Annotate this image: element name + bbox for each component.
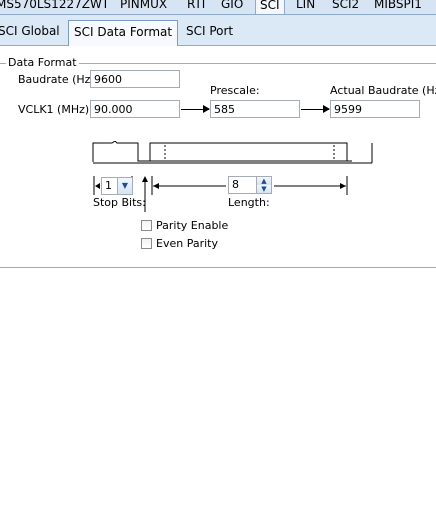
prescale-field: 585 — [210, 100, 300, 118]
tab-module-sci2[interactable]: SCI2 — [332, 0, 360, 11]
tab-sci-global[interactable]: SCI Global — [0, 24, 60, 38]
parity-enable-checkbox[interactable] — [141, 220, 152, 231]
actual-baudrate-field: 9599 — [330, 100, 420, 118]
group-title: Data Format — [6, 56, 79, 70]
tab-module-device[interactable]: MS570LS1227ZWT — [0, 0, 110, 11]
length-value: 8 — [232, 178, 239, 191]
tab-sci-data-format[interactable]: SCI Data Format — [68, 20, 179, 46]
tab-module-lin[interactable]: LIN — [296, 0, 316, 11]
parity-enable-label: Parity Enable — [156, 219, 229, 232]
parity-pointer — [142, 176, 148, 212]
frame-waveform — [92, 141, 373, 164]
data-format-panel: Data Format Baudrate (Hz): 9600 Prescale… — [0, 46, 436, 525]
length-label: Length: — [228, 196, 270, 209]
tab-sci-port[interactable]: SCI Port — [186, 24, 234, 38]
chevron-down-icon[interactable]: ▼ — [117, 178, 132, 194]
tab-module-gio[interactable]: GIO — [221, 0, 244, 11]
sci-tab-strip: SCI Global SCI Data Format SCI Port — [0, 15, 436, 46]
even-parity-label: Even Parity — [156, 237, 218, 250]
stop-bits-select[interactable]: 1 ▼ — [101, 177, 133, 195]
data-format-group: Data Format — [0, 56, 436, 268]
baudrate-field[interactable]: 9600 — [90, 70, 180, 88]
stepper-down-icon[interactable]: ▼ — [256, 185, 271, 193]
vclk1-field[interactable]: 90.000 — [90, 100, 180, 118]
vclk-to-prescale-arrow — [181, 105, 210, 113]
module-tab-strip: MS570LS1227ZWT PINMUX RTI GIO SCI LIN SC… — [0, 0, 436, 15]
length-stepper[interactable]: 8 ▲ ▼ — [228, 176, 272, 194]
stepper-up-icon[interactable]: ▲ — [256, 177, 271, 185]
actual-baudrate-label: Actual Baudrate (Hz): — [330, 84, 436, 97]
tab-module-mibspi1[interactable]: MIBSPI1 — [374, 0, 422, 11]
prescale-label: Prescale: — [210, 84, 260, 97]
stop-bits-value: 1 — [105, 179, 112, 192]
tab-module-rti[interactable]: RTI — [187, 0, 206, 11]
length-arrows — [151, 176, 348, 195]
tab-module-sci[interactable]: SCI — [255, 0, 285, 14]
baudrate-label: Baudrate (Hz): — [18, 73, 99, 86]
prescale-to-actual-arrow — [301, 105, 330, 113]
tab-module-pinmux[interactable]: PINMUX — [120, 0, 168, 11]
stop-bits-label: Stop Bits: — [93, 196, 146, 209]
vclk1-label: VCLK1 (MHz): — [18, 103, 93, 116]
even-parity-checkbox[interactable] — [141, 238, 152, 249]
